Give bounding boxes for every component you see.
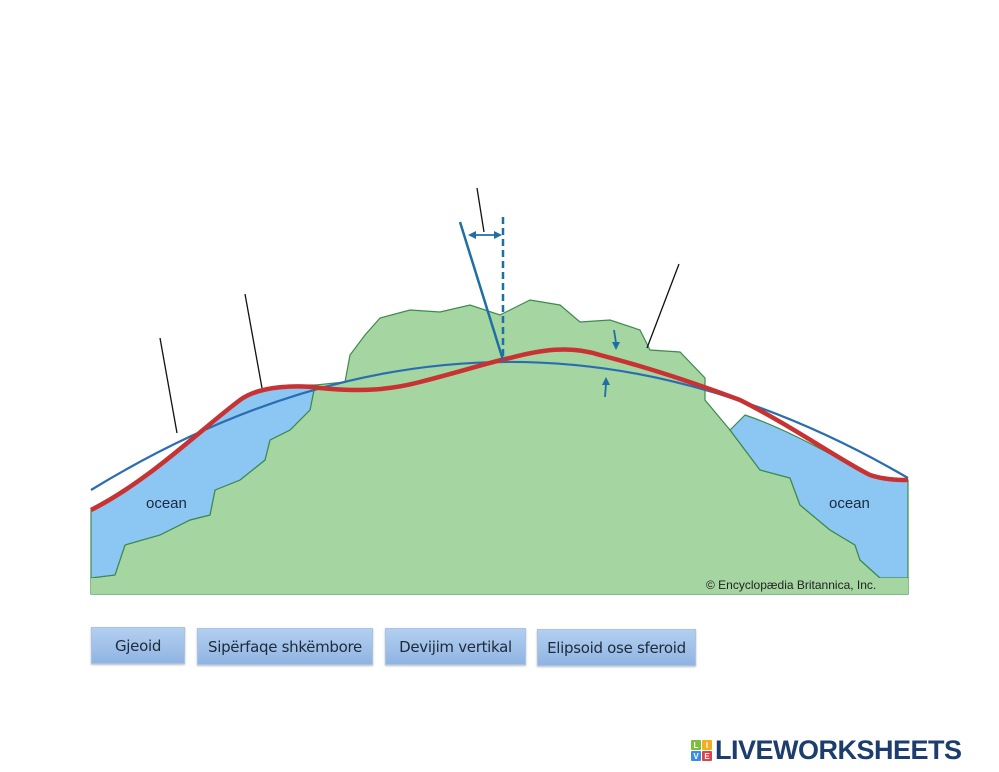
logo-text: LIVEWORKSHEETS (715, 735, 962, 765)
tile-e: E (702, 751, 712, 761)
tile-i: I (702, 740, 712, 750)
land-base (91, 578, 908, 594)
label-card-elipsoid[interactable]: Elipsoid ose sferoid (537, 629, 696, 666)
label-card-siperfaqe-shkembore[interactable]: Sipërfaqe shkëmbore (197, 628, 373, 665)
geoid-line (89, 347, 909, 513)
label-card-gjeoid[interactable]: Gjeoid (91, 627, 185, 664)
vertical-deviation-marker (458, 217, 620, 398)
ocean-right-label: ocean (829, 495, 870, 512)
label-card-devijim-vertikal[interactable]: Devijim vertikal (385, 628, 526, 665)
tile-l: L (691, 740, 701, 750)
tile-v: V (691, 751, 701, 761)
copyright-credit: © Encyclopædia Britannica, Inc. (706, 578, 876, 592)
liveworksheets-logo: L I V E LIVEWORKSHEETS (691, 735, 962, 766)
ocean-left-label: ocean (146, 495, 187, 512)
logo-tiles-icon: L I V E (691, 740, 712, 761)
leader-lines (159, 187, 680, 434)
